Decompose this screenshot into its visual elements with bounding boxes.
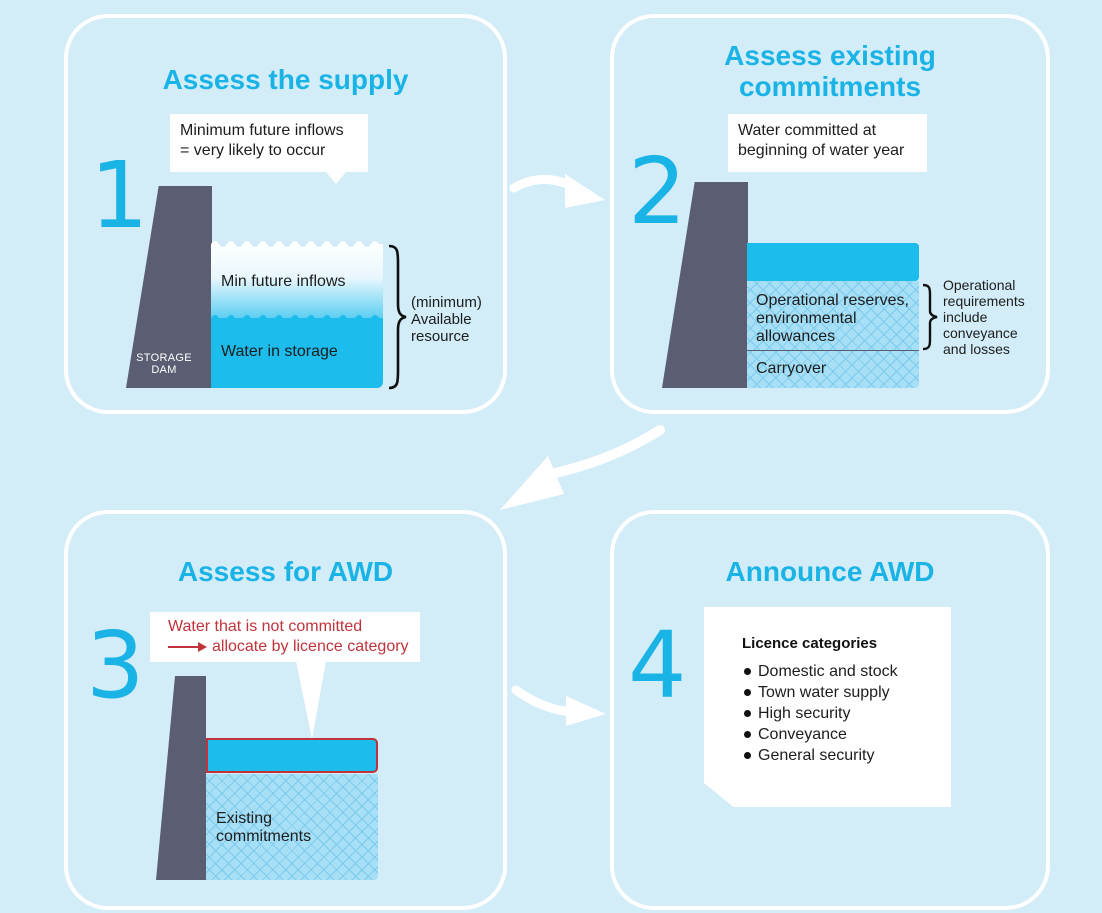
note-line: Operational bbox=[943, 277, 1016, 293]
bubble-line: Water that is not committed bbox=[168, 618, 363, 635]
arrow-right-icon bbox=[168, 641, 207, 652]
list-item: Domestic and stock bbox=[742, 661, 898, 682]
water-wave-line bbox=[211, 315, 383, 324]
label-line: allowances bbox=[756, 328, 836, 345]
note-line: (minimum) bbox=[411, 294, 482, 311]
step-number: 2 bbox=[628, 138, 687, 245]
reserves-block bbox=[747, 281, 919, 351]
label-line: commitments bbox=[216, 828, 312, 845]
title-line: commitments bbox=[738, 71, 922, 102]
bubble-tail bbox=[296, 661, 326, 739]
arrow-2-to-3-icon bbox=[500, 425, 665, 510]
panel-title: Announce AWD bbox=[725, 556, 935, 587]
bubble-text: allocate by licence category bbox=[212, 638, 409, 655]
label-line: Existing bbox=[216, 810, 273, 827]
arrow-3-to-4-icon bbox=[511, 685, 606, 726]
bubble-line: Water committed at bbox=[738, 122, 877, 139]
step-number: 4 bbox=[628, 612, 687, 719]
panel-title: Assess existing commitments bbox=[614, 40, 1046, 102]
panel-assess-awd: Assess for AWD bbox=[64, 510, 507, 910]
speech-bubble: Water committed at beginning of water ye… bbox=[728, 114, 927, 172]
note-line: resource bbox=[411, 328, 470, 345]
panel-title: Assess the supply bbox=[162, 64, 409, 95]
panel-title: Assess for AWD bbox=[177, 556, 394, 587]
operational-requirements-note: Operational requirements include conveya… bbox=[943, 277, 1025, 357]
panel-assess-supply: Assess the supply bbox=[64, 14, 507, 414]
list-item: High security bbox=[742, 703, 898, 724]
brace-icon bbox=[388, 244, 407, 390]
min-future-inflows-label: Min future inflows bbox=[221, 273, 346, 290]
licence-categories-heading: Licence categories bbox=[742, 635, 878, 652]
bubble-line: Minimum future inflows bbox=[180, 122, 344, 139]
step-number: 1 bbox=[90, 142, 149, 249]
note-line: include bbox=[943, 309, 988, 325]
carryover-block bbox=[747, 351, 919, 388]
title-line: Assess existing bbox=[724, 40, 936, 71]
bubble-line: = very likely to occur bbox=[180, 142, 326, 159]
bubble-tail bbox=[326, 172, 346, 184]
speech-bubble: Water that is not committed allocate by … bbox=[150, 612, 420, 662]
list-item: Conveyance bbox=[742, 724, 898, 745]
note-line: Available bbox=[411, 311, 472, 328]
note-line: requirements bbox=[943, 293, 1025, 309]
bubble-line: allocate by licence category bbox=[160, 637, 410, 657]
min-future-inflows-block bbox=[211, 241, 383, 322]
brace-icon bbox=[922, 283, 938, 351]
note-line: and losses bbox=[943, 341, 1010, 357]
panel-assess-commitments: Assess existing commitments bbox=[610, 14, 1050, 414]
dam-label-line: DAM bbox=[151, 364, 177, 376]
existing-commitments-block bbox=[206, 774, 378, 880]
label-line: environmental bbox=[756, 310, 857, 327]
available-resource-note: (minimum) Available resource bbox=[411, 294, 482, 345]
bubble-line: beginning of water year bbox=[738, 142, 905, 159]
water-in-storage-block bbox=[211, 318, 383, 388]
licence-category-list: Domestic and stock Town water supply Hig… bbox=[742, 661, 898, 766]
carryover-label: Carryover bbox=[756, 360, 827, 377]
list-item: Town water supply bbox=[742, 682, 898, 703]
committed-water-block bbox=[747, 243, 919, 281]
existing-commitments-label: Existing commitments bbox=[216, 810, 311, 846]
speech-bubble: Minimum future inflows = very likely to … bbox=[170, 114, 368, 184]
divider bbox=[747, 350, 919, 351]
note-line: conveyance bbox=[943, 325, 1018, 341]
reserves-label: Operational reserves, environmental allo… bbox=[756, 292, 909, 346]
licence-categories-card: Licence categories Domestic and stock To… bbox=[704, 607, 951, 807]
label-line: Operational reserves, bbox=[756, 292, 909, 309]
dam-label-line: STORAGE bbox=[136, 352, 192, 364]
panel-announce-awd: Announce AWD bbox=[610, 510, 1050, 910]
water-in-storage-label: Water in storage bbox=[221, 343, 338, 360]
step-number: 3 bbox=[86, 612, 145, 719]
arrow-1-to-2-icon bbox=[509, 174, 605, 208]
uncommitted-water-block bbox=[206, 738, 378, 773]
list-item: General security bbox=[742, 745, 898, 766]
dam-label: STORAGE DAM bbox=[136, 352, 192, 376]
